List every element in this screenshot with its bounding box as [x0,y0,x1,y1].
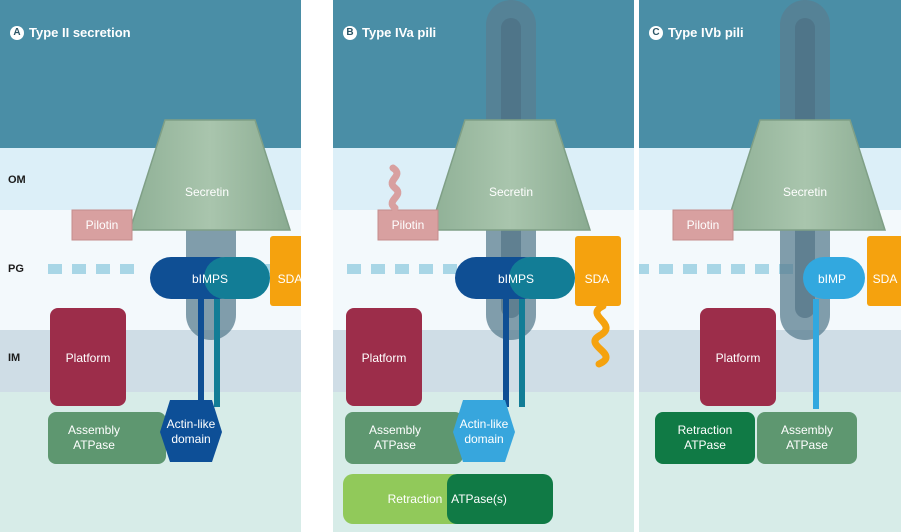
panel-letter-badge: B [343,25,357,40]
platform-box [50,308,126,406]
panel-type-ivb-pili: C Type IVb pili Secretin Pilotin bIMP SD… [639,0,901,532]
layer-label-om: OM [8,174,26,186]
panel-title: C Type IVb pili [649,25,744,40]
actin-like-hexagon [453,400,515,462]
pilotin-box [71,209,133,241]
panel-title: A Type II secretion [10,25,131,40]
panel-title-text: Type IVb pili [668,25,744,40]
retraction-atpase-box [655,412,755,464]
platform-box [346,308,422,406]
layer-label-pg: PG [8,263,24,275]
secretin-shape [723,119,887,231]
inner-membrane-band [0,330,301,392]
sda-box [867,236,901,306]
assembly-atpase-box [757,412,857,464]
bimps-tail-dark [503,299,509,407]
panel-title-text: Type IVa pili [362,25,437,40]
bimps-tail-dark [198,299,204,407]
sda-box [270,236,301,306]
actin-like-hexagon [160,400,222,462]
layer-label-im: IM [8,352,21,364]
bimp-capsule [803,257,865,299]
retraction-atpase-dark [447,474,553,524]
assembly-atpase-box [345,412,463,464]
sda-box [575,236,621,306]
platform-box [700,308,776,406]
bimps-tail-teal [214,299,220,407]
secretin-shape [128,119,292,231]
pilotin-box [672,209,734,241]
panel-type-ii-secretion: A Type II secretion OM PG IM Secretin Pi… [0,0,301,532]
sda-squiggle [591,302,610,368]
bimp-tail [813,299,819,409]
bimps-teal [509,257,575,299]
secretin-shape [428,119,592,231]
assembly-atpase-box [48,412,166,464]
bimps-tail-teal [519,299,525,407]
pilotin-squiggle [388,164,402,212]
retraction-atpase-light [343,474,463,524]
panel-letter-badge: C [649,25,663,40]
pilotin-box [377,209,439,241]
panel-title-text: Type II secretion [29,25,131,40]
bimps-teal [204,257,270,299]
panel-type-iva-pili: B Type IVa pili Secretin Pilotin bIMPS S… [333,0,634,532]
panel-title: B Type IVa pili [343,25,436,40]
panel-letter-badge: A [10,25,24,40]
